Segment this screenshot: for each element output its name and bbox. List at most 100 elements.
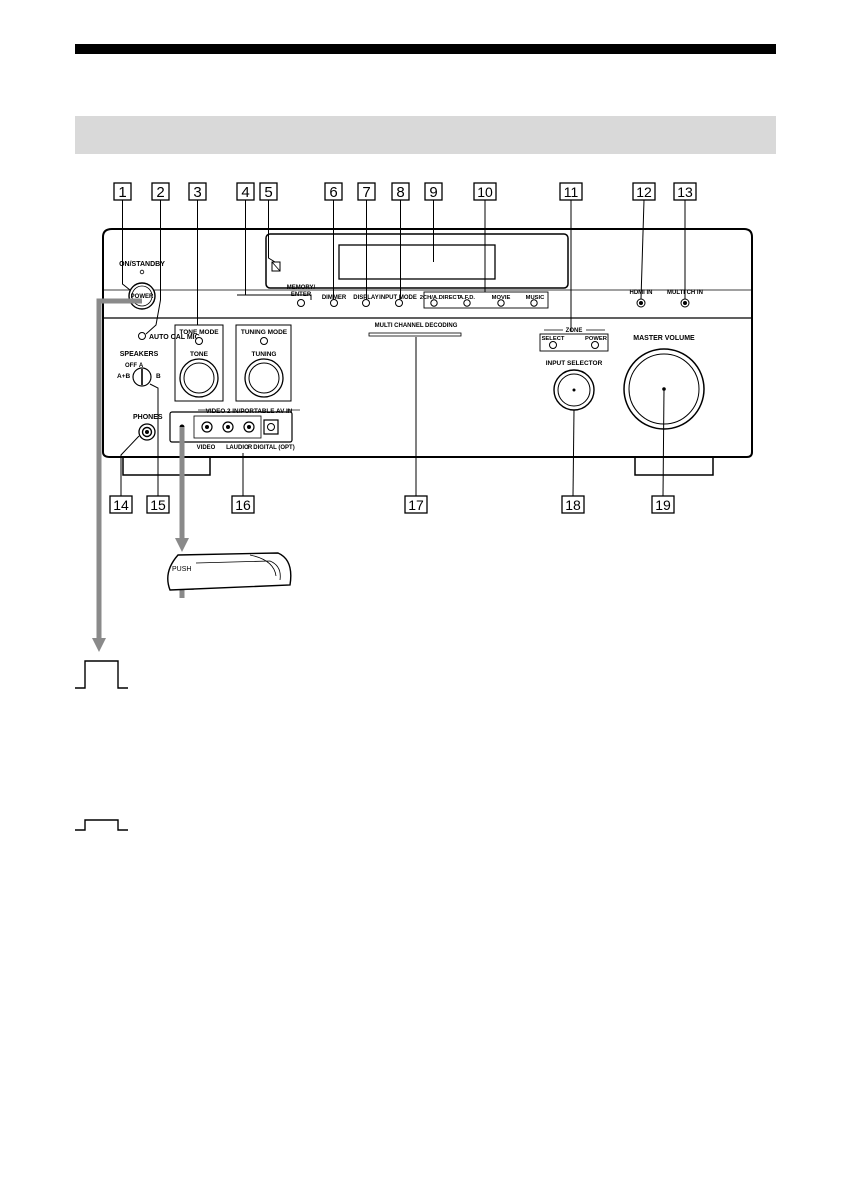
2ch-direct-button[interactable] bbox=[430, 299, 438, 307]
svg-text:A: A bbox=[139, 363, 144, 369]
callout-17: 17 bbox=[404, 495, 428, 514]
display-window bbox=[265, 233, 569, 289]
svg-text:INPUT MODE: INPUT MODE bbox=[379, 295, 417, 301]
video2-input-panel: VIDEO 2 IN/PORTABLE AV IN VIDEO L AUDIO … bbox=[169, 408, 300, 451]
svg-text:DIGITAL (OPT): DIGITAL (OPT) bbox=[253, 445, 294, 451]
svg-text:3: 3 bbox=[193, 184, 201, 201]
svg-text:1: 1 bbox=[118, 184, 126, 201]
svg-text:6: 6 bbox=[329, 184, 337, 201]
svg-text:2CH/A.DIRECT: 2CH/A.DIRECT bbox=[420, 295, 461, 301]
sound-field-group: 2CH/A.DIRECT A.F.D. MOVIE MUSIC bbox=[420, 291, 549, 309]
svg-text:TUNING: TUNING bbox=[252, 351, 277, 358]
svg-text:18: 18 bbox=[565, 497, 581, 513]
svg-text:AUTO CAL MIC: AUTO CAL MIC bbox=[149, 334, 200, 341]
svg-text:7: 7 bbox=[362, 184, 370, 201]
digital-opt-jack[interactable] bbox=[263, 419, 279, 435]
callout-13: 13 bbox=[673, 182, 697, 201]
callout-11: 11 bbox=[559, 182, 583, 201]
tone-mode-button[interactable] bbox=[195, 337, 203, 345]
auto-cal-mic-jack[interactable] bbox=[138, 332, 146, 340]
svg-text:DIMMER: DIMMER bbox=[322, 295, 347, 301]
afd-button[interactable] bbox=[463, 299, 471, 307]
svg-text:SELECT: SELECT bbox=[542, 336, 565, 342]
input-selector: INPUT SELECTOR bbox=[546, 360, 603, 411]
svg-text:B: B bbox=[156, 373, 161, 380]
foot-right bbox=[634, 455, 714, 476]
svg-text:10: 10 bbox=[477, 184, 493, 200]
zone-select-button[interactable] bbox=[549, 341, 557, 349]
svg-text:14: 14 bbox=[113, 497, 129, 513]
tuning-group: TUNING MODE TUNING bbox=[235, 324, 292, 402]
svg-text:9: 9 bbox=[429, 184, 437, 201]
push-cover-illustration: PUSH bbox=[167, 552, 292, 591]
section-heading-band bbox=[75, 116, 776, 154]
down-arrow-icon bbox=[92, 638, 106, 652]
svg-text:L: L bbox=[226, 445, 230, 451]
callout-8: 8 bbox=[391, 182, 410, 201]
callout-18: 18 bbox=[561, 495, 585, 514]
svg-text:17: 17 bbox=[408, 497, 424, 513]
speakers-selector: SPEAKERS OFF A A+B B bbox=[117, 351, 161, 387]
zone-power-button[interactable] bbox=[591, 341, 599, 349]
svg-text:POWER: POWER bbox=[585, 336, 608, 342]
down-arrow-icon bbox=[175, 538, 189, 552]
zone-group: ZONE SELECT POWER bbox=[539, 328, 609, 352]
foot-left bbox=[122, 455, 211, 476]
svg-text:A.F.D.: A.F.D. bbox=[459, 295, 475, 301]
svg-text:MOVIE: MOVIE bbox=[492, 295, 511, 301]
svg-text:8: 8 bbox=[396, 184, 404, 201]
display-button[interactable] bbox=[362, 299, 370, 307]
svg-text:ON/STANDBY: ON/STANDBY bbox=[119, 261, 165, 268]
svg-text:TUNING MODE: TUNING MODE bbox=[241, 329, 288, 336]
tuning-knob[interactable] bbox=[244, 358, 284, 398]
svg-text:SPEAKERS: SPEAKERS bbox=[120, 351, 159, 358]
callout-12: 12 bbox=[632, 182, 656, 201]
svg-text:VIDEO: VIDEO bbox=[197, 445, 216, 451]
movie-button[interactable] bbox=[497, 299, 505, 307]
callout-6: 6 bbox=[324, 182, 343, 201]
leader-lines bbox=[120, 199, 686, 497]
symbol-frame-tall bbox=[75, 660, 128, 689]
button-type-symbols bbox=[75, 660, 128, 831]
svg-text:16: 16 bbox=[235, 497, 251, 513]
input-mode-button[interactable] bbox=[395, 299, 403, 307]
callout-2: 2 bbox=[151, 182, 170, 201]
svg-text:PUSH: PUSH bbox=[172, 566, 191, 573]
svg-text:19: 19 bbox=[655, 497, 671, 513]
callout-16: 16 bbox=[231, 495, 255, 514]
svg-text:INPUT SELECTOR: INPUT SELECTOR bbox=[546, 360, 603, 367]
callout-3: 3 bbox=[188, 182, 207, 201]
callout-7: 7 bbox=[357, 182, 376, 201]
music-button[interactable] bbox=[530, 299, 538, 307]
callout-9: 9 bbox=[424, 182, 443, 201]
svg-text:A+B: A+B bbox=[117, 373, 130, 380]
callout-14: 14 bbox=[109, 495, 133, 514]
svg-text:PHONES: PHONES bbox=[133, 414, 163, 421]
tuning-mode-button[interactable] bbox=[260, 337, 268, 345]
phones: PHONES bbox=[133, 414, 163, 441]
tone-knob[interactable] bbox=[179, 358, 219, 398]
tone-group: TONE MODE TONE bbox=[174, 324, 224, 402]
svg-text:15: 15 bbox=[150, 497, 166, 513]
symbol-frame-short bbox=[75, 819, 128, 831]
svg-text:ZONE: ZONE bbox=[566, 328, 583, 334]
svg-text:R: R bbox=[248, 445, 253, 451]
svg-text:12: 12 bbox=[636, 184, 652, 200]
callout-4: 4 bbox=[236, 182, 255, 201]
svg-text:4: 4 bbox=[241, 184, 249, 201]
svg-text:MULTI CHANNEL DECODING: MULTI CHANNEL DECODING bbox=[375, 323, 458, 329]
dimmer-button[interactable] bbox=[330, 299, 338, 307]
svg-text:13: 13 bbox=[677, 184, 693, 200]
svg-text:AUDIO: AUDIO bbox=[229, 445, 249, 451]
svg-text:VIDEO 2 IN/PORTABLE AV IN: VIDEO 2 IN/PORTABLE AV IN bbox=[206, 408, 293, 415]
multi-channel-decoding: MULTI CHANNEL DECODING bbox=[368, 323, 462, 337]
auto-cal-mic: AUTO CAL MIC bbox=[138, 332, 200, 341]
svg-text:MEMORY/: MEMORY/ bbox=[287, 285, 316, 291]
memory-enter-button[interactable] bbox=[297, 299, 305, 307]
svg-text:OFF: OFF bbox=[125, 363, 137, 369]
callout-5: 5 bbox=[259, 182, 278, 201]
callout-19: 19 bbox=[651, 495, 675, 514]
svg-text:MUSIC: MUSIC bbox=[526, 295, 545, 301]
header-rule bbox=[75, 44, 776, 54]
